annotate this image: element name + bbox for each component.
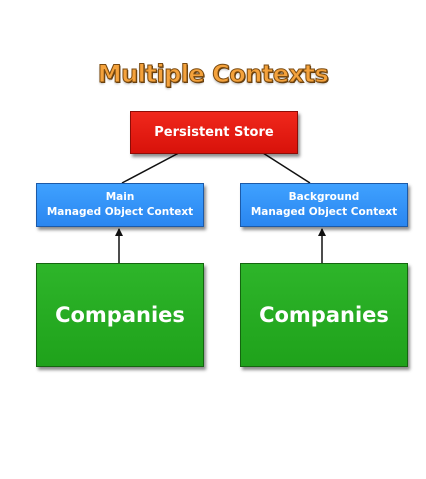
background-context-line1: Background xyxy=(288,191,360,203)
companies-background-box: Companies xyxy=(240,263,408,367)
companies-main-label: Companies xyxy=(55,303,185,327)
background-context-line2: Managed Object Context xyxy=(250,206,398,218)
persistent-store-box: Persistent Store xyxy=(130,111,298,154)
companies-background-label: Companies xyxy=(259,303,389,327)
persistent-store-label: Persistent Store xyxy=(154,125,274,140)
companies-main-box: Companies xyxy=(36,263,204,367)
main-context-line2: Managed Object Context xyxy=(46,206,194,218)
main-context-line1: Main xyxy=(105,191,135,203)
diagram-title: Multiple Contexts xyxy=(97,60,329,89)
main-context-box: Main Managed Object Context xyxy=(36,183,204,227)
background-context-box: Background Managed Object Context xyxy=(240,183,408,227)
